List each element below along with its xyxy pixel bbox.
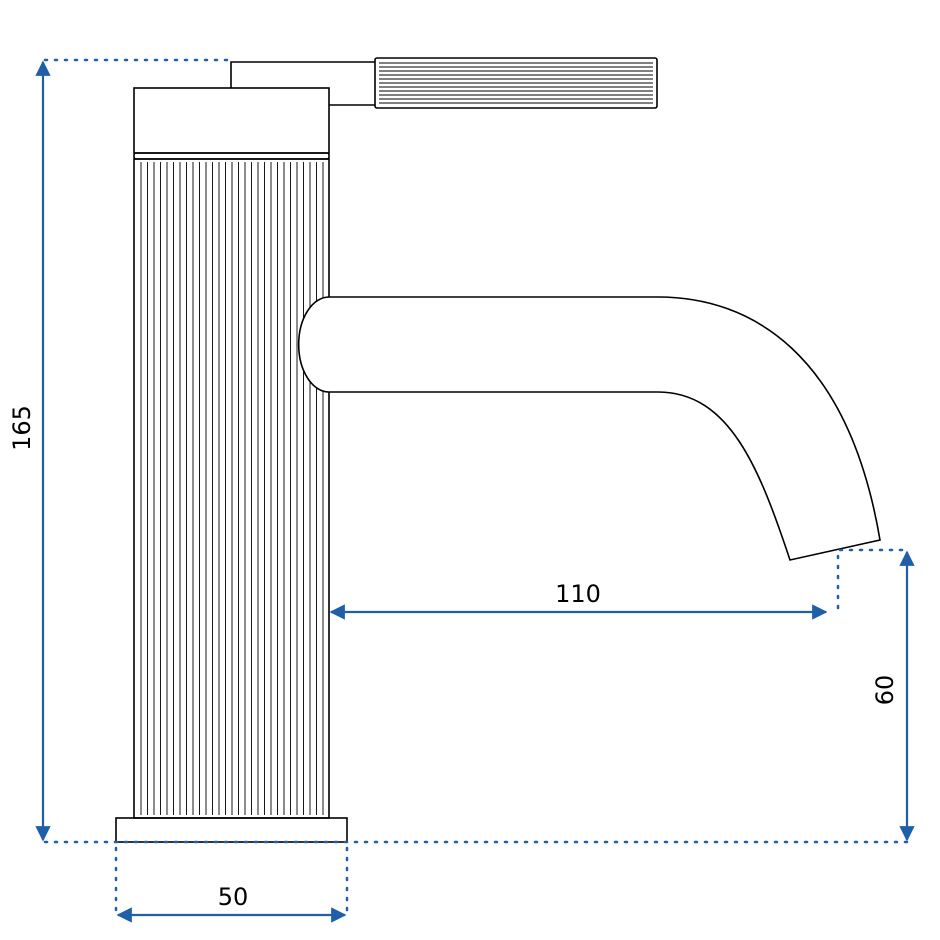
- base-width-label: 50: [218, 883, 249, 911]
- lever-handle-ridges: [379, 62, 653, 104]
- lever-arm: [230, 61, 375, 106]
- fluted-body: [133, 158, 330, 819]
- top-cap: [133, 87, 330, 154]
- faucet-outline: [115, 57, 881, 843]
- lever-handle: [374, 57, 658, 109]
- cap-ring: [133, 152, 330, 160]
- spout-height-label: 60: [871, 675, 899, 706]
- spout-reach-label: 110: [555, 580, 601, 608]
- body-flutes: [140, 162, 324, 815]
- spout: [297, 296, 881, 561]
- base-plate: [115, 817, 348, 843]
- dimension-lines: [35, 58, 915, 923]
- total-height-label: 165: [8, 405, 36, 451]
